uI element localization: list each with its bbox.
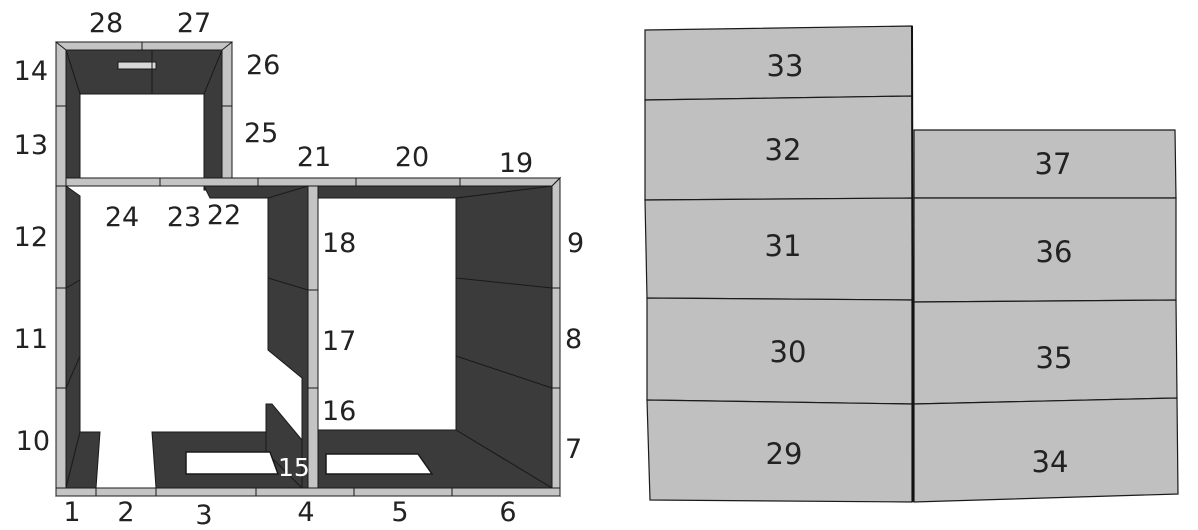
label-13: 13 bbox=[14, 130, 48, 161]
label-28: 28 bbox=[89, 8, 123, 39]
label-18: 18 bbox=[322, 228, 356, 259]
left-wall-outer bbox=[55, 40, 67, 498]
label-3: 3 bbox=[195, 500, 212, 530]
label-17: 17 bbox=[322, 326, 356, 357]
label-11: 11 bbox=[14, 324, 48, 355]
floor-opening-right bbox=[325, 453, 434, 475]
floor-opening-left bbox=[185, 451, 280, 475]
label-20: 20 bbox=[395, 142, 429, 173]
label-10: 10 bbox=[16, 426, 50, 457]
panel-label-30: 30 bbox=[770, 335, 807, 369]
plan-labels: 1 2 3 4 5 6 7 8 9 10 11 12 13 14 15 16 1… bbox=[14, 8, 585, 530]
panel-label-37: 37 bbox=[1035, 147, 1072, 181]
label-5: 5 bbox=[391, 497, 408, 528]
label-23: 23 bbox=[167, 202, 201, 233]
label-8: 8 bbox=[565, 324, 582, 355]
wall-tops bbox=[55, 40, 562, 498]
panel-label-34: 34 bbox=[1032, 445, 1069, 479]
label-24: 24 bbox=[105, 202, 139, 233]
label-15: 15 bbox=[278, 453, 310, 482]
panel-label-33: 33 bbox=[767, 49, 804, 83]
label-2: 2 bbox=[117, 497, 134, 528]
label-12: 12 bbox=[14, 222, 48, 253]
small-room-back-wall bbox=[65, 49, 229, 95]
bottom-wall-outer bbox=[55, 487, 561, 497]
ramp-panel bbox=[265, 403, 303, 490]
small-room-right-cap bbox=[221, 40, 233, 187]
panel-grid: 33 32 31 30 29 37 36 35 34 bbox=[644, 25, 1179, 503]
vent-slot bbox=[117, 61, 157, 70]
right-wall-outer bbox=[551, 176, 561, 498]
panel-label-31: 31 bbox=[765, 229, 802, 263]
panel-label-36: 36 bbox=[1036, 235, 1073, 269]
panel-label-29: 29 bbox=[766, 437, 803, 471]
panel-label-32: 32 bbox=[765, 133, 802, 167]
seam-lines bbox=[56, 42, 560, 496]
label-19: 19 bbox=[499, 148, 533, 179]
label-9: 9 bbox=[567, 228, 584, 259]
label-25: 25 bbox=[244, 118, 278, 149]
panel-34 bbox=[913, 397, 1179, 503]
label-26: 26 bbox=[246, 50, 280, 81]
label-7: 7 bbox=[565, 434, 582, 465]
label-14: 14 bbox=[14, 56, 48, 87]
panel-center-seam bbox=[911, 25, 914, 503]
panel-label-35: 35 bbox=[1036, 341, 1073, 375]
label-27: 27 bbox=[177, 8, 211, 39]
label-1: 1 bbox=[63, 497, 80, 528]
label-4: 4 bbox=[297, 497, 314, 528]
label-6: 6 bbox=[499, 497, 516, 528]
label-22: 22 bbox=[207, 200, 241, 231]
label-16: 16 bbox=[322, 396, 356, 427]
mid-horizontal-wall bbox=[65, 177, 562, 187]
floor-openings bbox=[117, 61, 434, 475]
label-21: 21 bbox=[297, 142, 331, 173]
floor-plan: 1 2 3 4 5 6 7 8 9 10 11 12 13 14 15 16 1… bbox=[14, 8, 585, 530]
top-wall-small-room bbox=[55, 41, 233, 51]
partition-wall bbox=[307, 185, 319, 489]
